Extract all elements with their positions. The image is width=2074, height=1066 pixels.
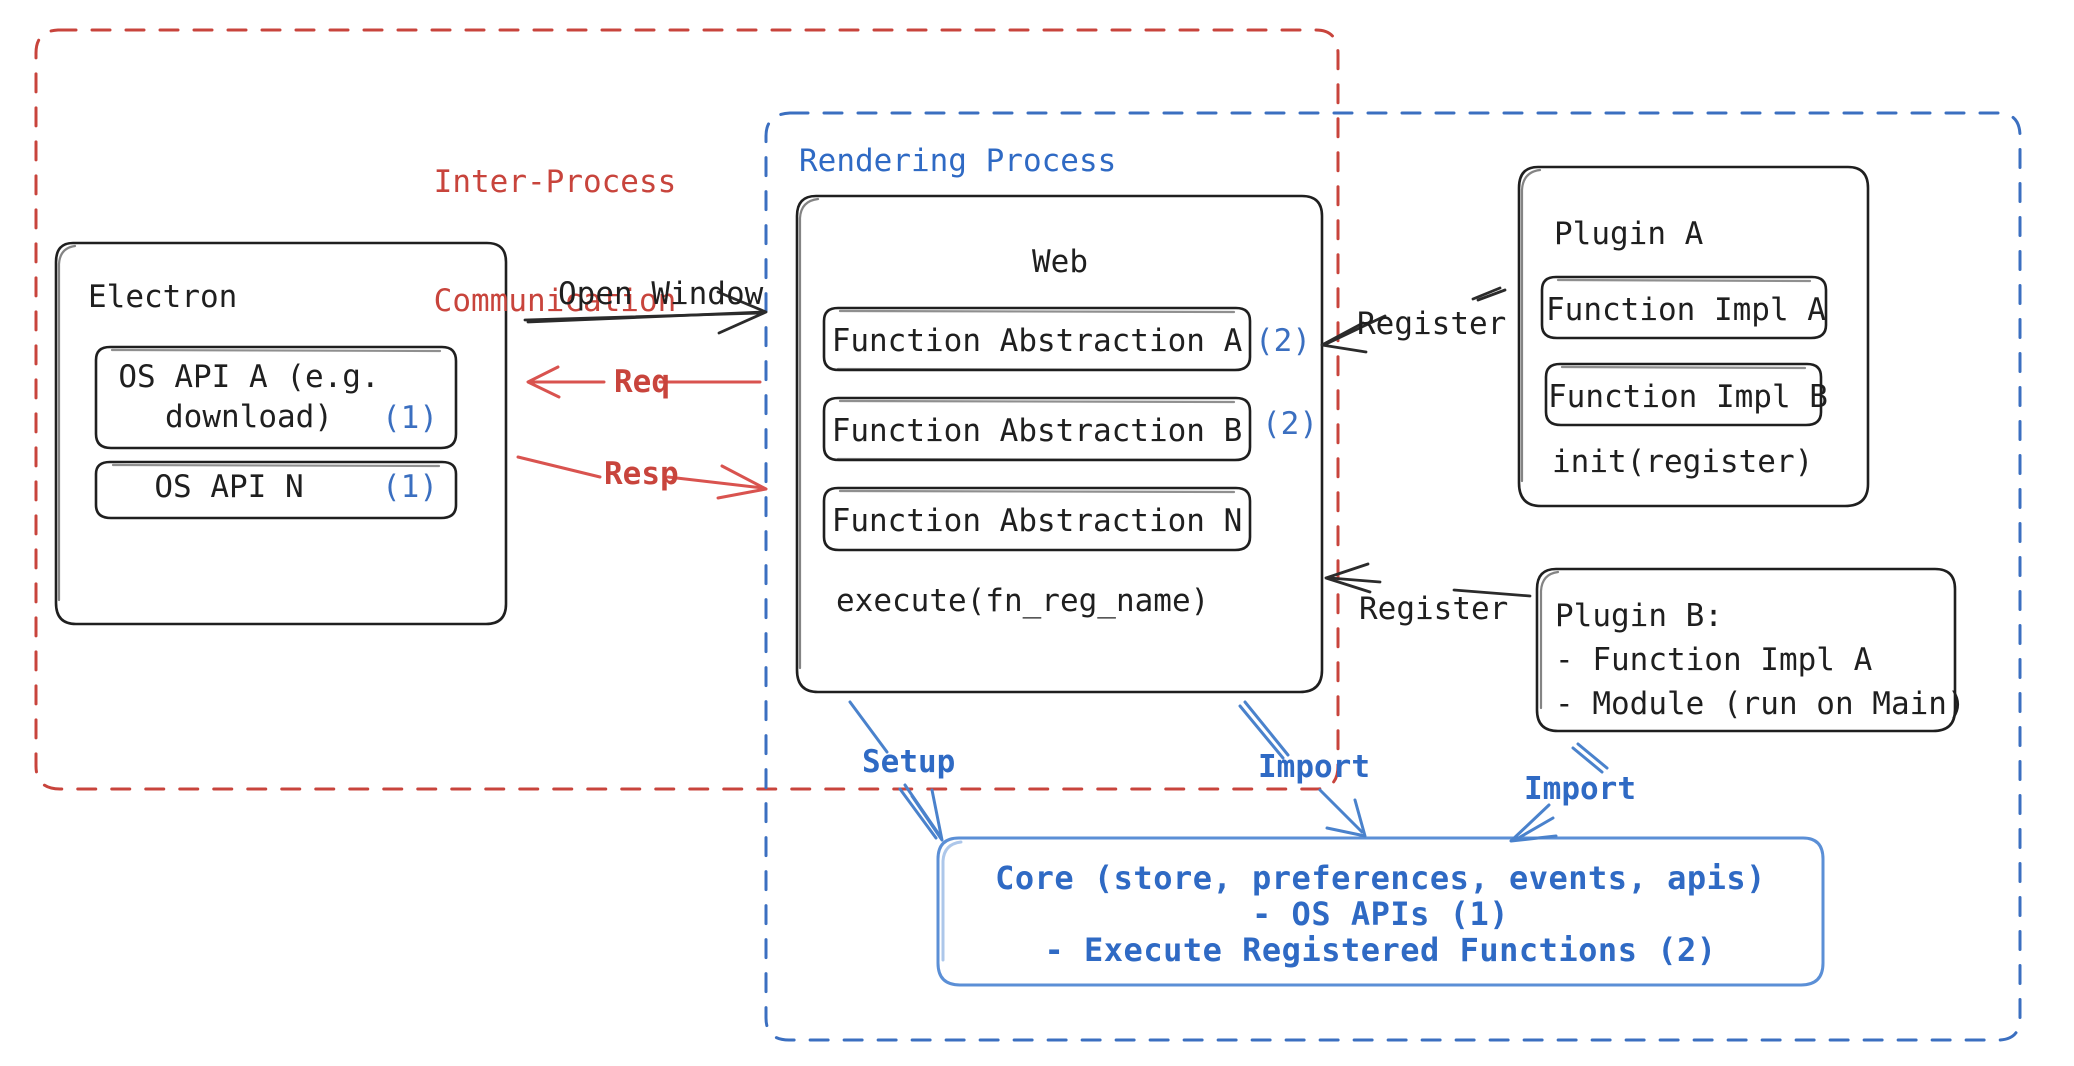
plugin-b-line-1: - Function Impl A (1555, 642, 1873, 678)
core-line-3: - Execute Registered Functions (2) (1044, 931, 1717, 969)
ipc-group-label-line2: Communication (433, 283, 677, 320)
electron-title: Electron (88, 279, 238, 315)
os-api-n-badge: (1) (382, 469, 438, 505)
web-execute-footer: execute(fn_reg_name) (836, 583, 1210, 619)
os-api-a-badge: (1) (382, 400, 438, 436)
core-line-2: - OS APIs (1) (1252, 895, 1509, 933)
edge-label-resp: Resp (604, 456, 679, 492)
web-title: Web (1032, 244, 1088, 280)
function-abstraction-a-badge: (2) (1255, 323, 1311, 359)
function-abstraction-b-label: Function Abstraction B (831, 413, 1243, 449)
os-api-n-label: OS API N (154, 469, 304, 505)
edge-label-import-left: Import (1258, 749, 1370, 785)
plugin-a-init-footer: init(register) (1552, 444, 1814, 480)
function-abstraction-b-badge: (2) (1262, 406, 1318, 442)
plugin-a-title: Plugin A (1554, 216, 1704, 252)
edge-label-register-bottom: Register (1359, 591, 1509, 627)
ipc-group-label-line1: Inter-Process (433, 164, 677, 201)
core-line-1: Core (store, preferences, events, apis) (995, 859, 1766, 897)
rendering-process-group-label: Rendering Process (799, 143, 1117, 179)
edge-label-import-right: Import (1524, 771, 1636, 807)
ipc-group-label: Inter-Process Communication (425, 84, 685, 401)
function-abstraction-a-label: Function Abstraction A (831, 323, 1243, 359)
edge-label-open-window: Open Window (558, 276, 764, 312)
function-abstraction-n-label: Function Abstraction N (831, 503, 1243, 539)
edge-label-register-top: Register (1357, 306, 1507, 342)
function-impl-b-label: Function Impl B (1548, 379, 1828, 415)
function-impl-a-label: Function Impl A (1546, 292, 1826, 328)
plugin-b-title: Plugin B: (1555, 598, 1723, 634)
edge-label-setup: Setup (862, 744, 956, 780)
plugin-b-line-2: - Module (run on Main) (1555, 686, 1966, 722)
edge-label-req: Req (614, 364, 670, 400)
os-api-a-label: OS API A (e.g. download) (118, 359, 380, 435)
